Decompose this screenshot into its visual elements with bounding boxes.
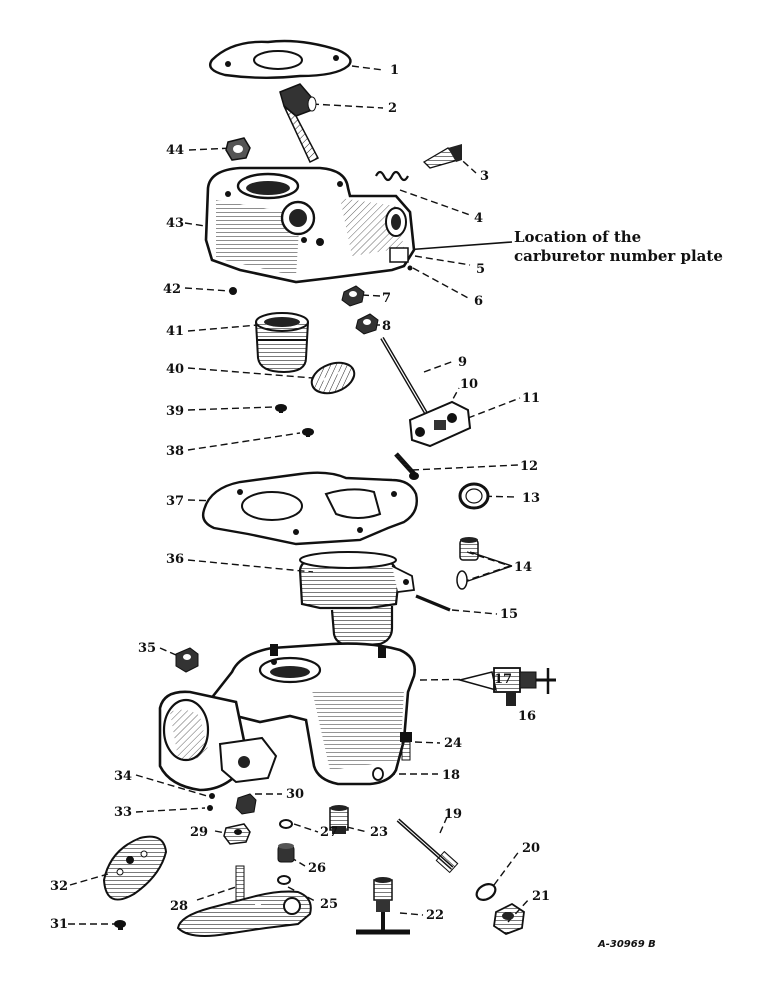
label-36: 36 — [166, 552, 185, 567]
label-14: 14 — [514, 560, 533, 575]
part-4-spring — [375, 170, 409, 182]
part-17-main-body — [158, 642, 416, 792]
part-1-flange-gasket — [209, 39, 352, 79]
label-5: 5 — [476, 262, 486, 277]
part-29-jet — [223, 823, 251, 845]
number-plate-callout-line — [404, 241, 513, 251]
label-2: 2 — [388, 101, 398, 116]
label-22: 22 — [426, 908, 445, 923]
part-22-drain-valve — [356, 877, 410, 935]
label-9: 9 — [458, 355, 468, 370]
part-9-throttle-shaft — [380, 336, 432, 422]
label-40: 40 — [166, 362, 185, 377]
part-30-plug — [235, 793, 257, 815]
label-42: 42 — [163, 282, 182, 297]
label-26: 26 — [308, 861, 327, 876]
part-23-plug — [329, 805, 349, 834]
part-15-float-pin — [415, 594, 451, 612]
part-39-screw — [275, 404, 287, 413]
label-23: 23 — [370, 825, 389, 840]
label-24: 24 — [444, 736, 463, 751]
part-42-ball — [229, 287, 237, 295]
label-11: 11 — [522, 391, 541, 406]
callout-line-2: carburetor number plate — [514, 247, 723, 265]
label-44: 44 — [166, 143, 185, 158]
label-43: 43 — [166, 216, 185, 231]
part-2-elbow-fitting — [279, 83, 320, 164]
part-5-throttle-body — [204, 166, 416, 284]
label-37: 37 — [166, 494, 185, 509]
label-38: 38 — [166, 444, 185, 459]
label-10: 10 — [460, 377, 479, 392]
label-33: 33 — [114, 805, 133, 820]
label-6: 6 — [474, 294, 484, 309]
label-20: 20 — [522, 841, 541, 856]
part-26-jet — [277, 843, 295, 863]
part-31-screw — [114, 920, 126, 930]
label-3: 3 — [480, 169, 490, 184]
part-41-venturi — [255, 312, 309, 374]
part-21-drain-plug — [493, 902, 525, 936]
part-12-screw — [394, 452, 419, 480]
part-6-pin — [407, 265, 413, 271]
label-18: 18 — [442, 768, 461, 783]
label-13: 13 — [522, 491, 541, 506]
label-31: 31 — [50, 917, 69, 932]
part-8-washer — [355, 313, 379, 335]
part-44-nut — [225, 137, 251, 161]
label-1: 1 — [390, 63, 400, 78]
label-7: 7 — [382, 291, 392, 306]
part-14-needle-seat — [456, 537, 479, 590]
part-27-washer — [279, 819, 293, 829]
part-20-gasket — [475, 883, 497, 901]
label-35: 35 — [138, 641, 157, 656]
part-33-screw — [207, 805, 213, 811]
label-16: 16 — [518, 709, 537, 724]
label-4: 4 — [474, 211, 484, 226]
label-19: 19 — [444, 807, 463, 822]
label-28: 28 — [170, 899, 189, 914]
part-16-fuel-inlet — [457, 667, 556, 706]
part-13-ring — [458, 482, 490, 510]
label-30: 30 — [286, 787, 305, 802]
part-35-nut — [175, 647, 199, 673]
part-40-throttle-plate — [310, 361, 356, 395]
part-38-screw — [302, 428, 314, 437]
label-21: 21 — [532, 889, 551, 904]
part-18-ring — [372, 767, 384, 781]
label-27: 27 — [320, 825, 339, 840]
part-43-screw — [301, 237, 307, 243]
label-39: 39 — [166, 404, 185, 419]
part-36-float — [298, 551, 416, 648]
part-3-needle-screw — [422, 144, 462, 169]
label-29: 29 — [190, 825, 209, 840]
part-34-screw — [209, 793, 215, 799]
label-17: 17 — [494, 672, 513, 687]
figure-number: A-30969 B — [598, 939, 656, 950]
label-15: 15 — [500, 607, 519, 622]
part-19-adjusting-needle — [396, 818, 459, 874]
part-24-screw — [400, 732, 412, 761]
label-25: 25 — [320, 897, 339, 912]
part-32-choke-plate — [102, 835, 168, 901]
part-28-choke-lever — [176, 865, 312, 937]
part-10-11-throttle-lever — [408, 400, 472, 448]
number-plate-callout: Location of the carburetor number plate — [514, 228, 723, 266]
label-41: 41 — [166, 324, 185, 339]
label-34: 34 — [114, 769, 133, 784]
label-12: 12 — [520, 459, 539, 474]
part-25-washer — [277, 875, 291, 885]
part-37-body-gasket — [201, 471, 418, 546]
label-8: 8 — [382, 319, 392, 334]
part-7-nut — [341, 285, 365, 307]
callout-line-1: Location of the — [514, 228, 642, 246]
label-32: 32 — [50, 879, 69, 894]
